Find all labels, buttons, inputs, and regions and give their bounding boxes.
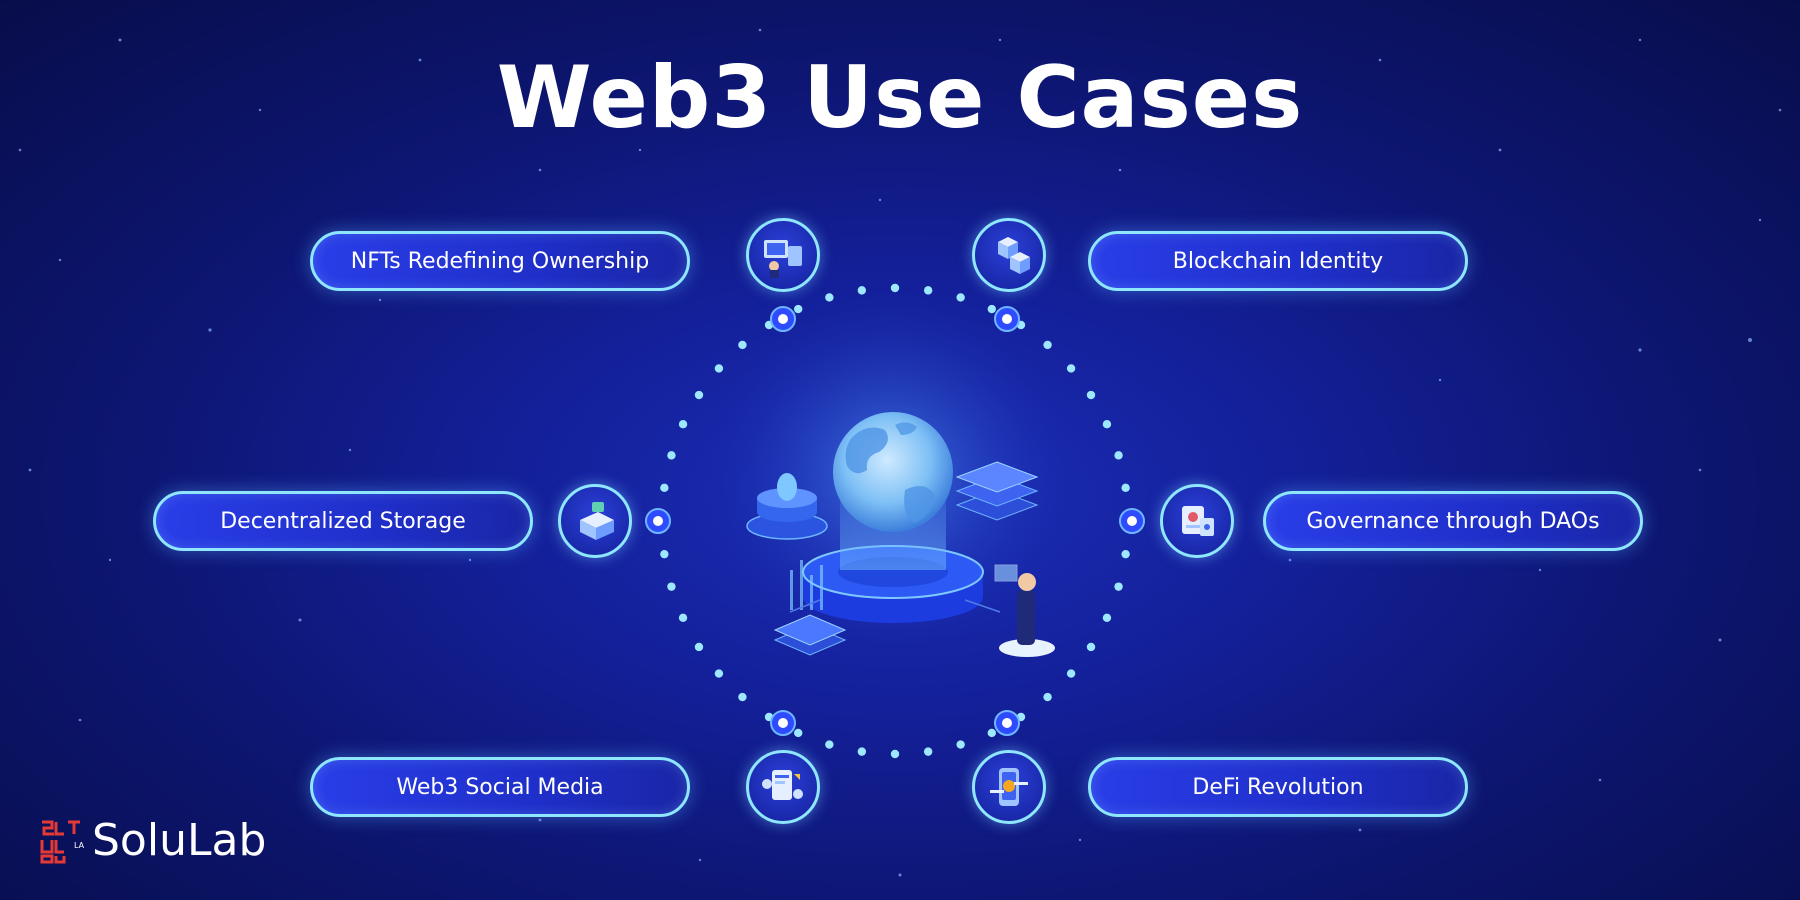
orbit-node-center [1127,516,1137,526]
orbit-dot [660,549,669,559]
defi-phone-icon [972,750,1046,824]
orbit-dot [1043,692,1052,702]
orbit-dot [678,420,688,429]
use-case-identity-label: Blockchain Identity [1172,248,1384,274]
orbit-dot [678,613,688,622]
orbit-node-center [778,314,788,324]
orbit-dot [1114,451,1123,460]
orbit-dot [1121,549,1130,559]
orbit-dot [1043,340,1052,350]
orbit-dot [1066,669,1076,678]
use-case-social-label: Web3 Social Media [396,774,604,800]
orbit-dot [1114,582,1123,591]
orbit-dot [857,747,867,756]
orbit-dot [794,728,803,738]
dao-governance-icon [1160,484,1234,558]
use-case-identity-pill[interactable]: Blockchain Identity [1088,231,1468,291]
orbit-dot [987,304,996,314]
use-case-defi-label: DeFi Revolution [1192,774,1364,800]
orbit-dot [667,582,676,591]
page-title: Web3 Use Cases [496,48,1304,148]
orbit-node-center [653,516,663,526]
orbit-dot [987,728,996,738]
orbit-dot [738,692,747,702]
orbit-node-center [1002,718,1012,728]
use-case-dao-label: Governance through DAOs [1306,508,1600,534]
social-media-icon [746,750,820,824]
identity-cubes-icon [972,218,1046,292]
orbit-dot [714,669,724,678]
orbit-dot [1086,642,1096,652]
orbit-node-center [778,718,788,728]
orbit-node-center [1002,314,1012,324]
orbit-dot [667,451,676,460]
use-case-storage-pill[interactable]: Decentralized Storage [153,491,533,551]
orbit-dot [1102,420,1112,429]
orbit-dot [923,747,933,756]
orbit-dot [694,642,704,652]
orbit-dot [714,364,724,373]
orbit-dot [923,286,933,295]
orbit-dot [890,749,900,759]
use-case-defi-pill[interactable]: DeFi Revolution [1088,757,1468,817]
orbit-dot [1086,390,1096,400]
orbit-dot [956,740,965,749]
nft-marketplace-icon [746,218,820,292]
orbit-dot [660,483,669,493]
use-case-nfts-label: NFTs Redefining Ownership [350,248,650,274]
orbit-dot [825,740,834,749]
orbit-dot [694,390,704,400]
use-case-storage-label: Decentralized Storage [220,508,466,534]
orbit-dot [1121,483,1130,493]
orbit-dot [1066,364,1076,373]
orbit-dot [738,340,747,350]
logo-sub-text: LAB [74,841,84,850]
orbit-dot [825,293,834,302]
solulab-logo-mark: LAB [40,820,84,863]
orbit-dot [1102,613,1112,622]
brand-name: SoluLab [92,815,267,866]
use-case-nfts-pill[interactable]: NFTs Redefining Ownership [310,231,690,291]
orbit-dot [956,293,965,302]
use-case-social-pill[interactable]: Web3 Social Media [310,757,690,817]
storage-server-icon [558,484,632,558]
orbit-dot [794,304,803,314]
use-case-dao-pill[interactable]: Governance through DAOs [1263,491,1643,551]
solulab-logo[interactable]: LAB SoluLab [40,815,266,866]
